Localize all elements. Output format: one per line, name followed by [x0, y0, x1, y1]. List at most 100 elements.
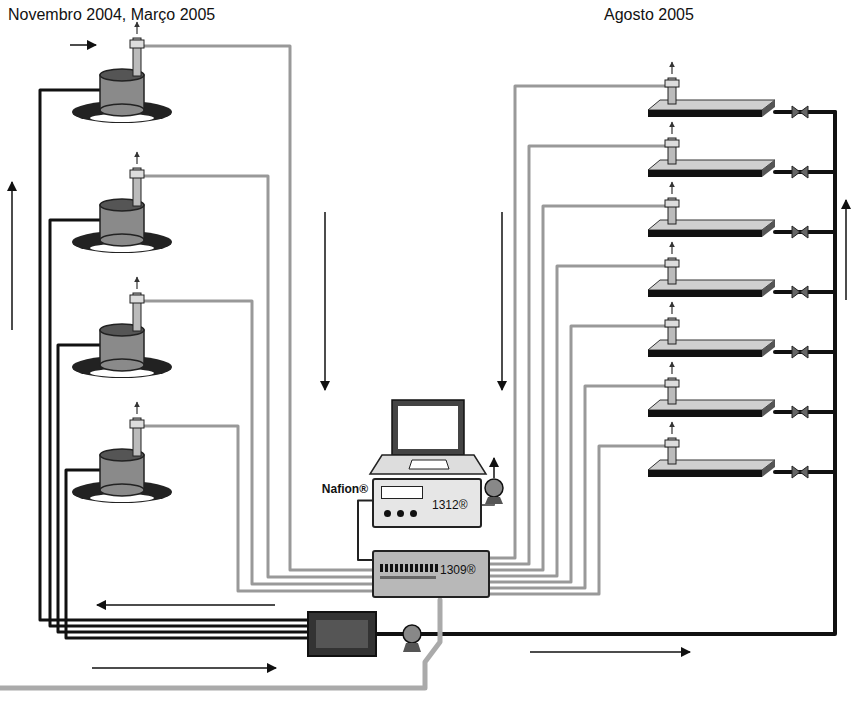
- flow-arrow: [136, 22, 137, 34]
- slab-side: [762, 460, 775, 477]
- soil-dish: [72, 481, 172, 503]
- vent-cap: [130, 295, 144, 303]
- pump-symbol: [485, 479, 503, 497]
- flow-arrow: [671, 122, 672, 134]
- slab-front: [648, 470, 762, 477]
- sample-tube: [482, 326, 668, 582]
- port-rail: [380, 576, 436, 579]
- chamber-base: [100, 104, 144, 116]
- supply-line: [376, 632, 403, 636]
- vent-cap: [130, 420, 144, 428]
- vent-cap: [665, 80, 679, 87]
- sample-tube: [482, 266, 668, 576]
- distributor-face: [316, 620, 368, 648]
- flow-arrow: [671, 62, 672, 74]
- valve-symbol: [792, 406, 808, 418]
- valve-symbol: [792, 106, 808, 118]
- soil-dish: [72, 356, 172, 378]
- flow-arrow: [92, 667, 276, 669]
- vent-cap: [130, 40, 144, 48]
- soil-dish: [72, 101, 172, 123]
- vent-cap: [665, 380, 679, 387]
- channel-port: [405, 564, 408, 572]
- flow-arrow: [671, 242, 672, 254]
- soil-dish: [72, 231, 172, 253]
- valve-symbol: [792, 286, 808, 298]
- vent-cap: [130, 170, 144, 178]
- multipoint-sampler: 1309®: [372, 550, 490, 598]
- channel-port: [400, 564, 403, 572]
- slab-side: [762, 280, 775, 297]
- flow-arrow: [70, 44, 96, 46]
- channel-port: [385, 564, 388, 572]
- supply-line: [50, 220, 308, 626]
- chamber-base: [100, 234, 144, 246]
- exhaust-line: [0, 600, 440, 688]
- laptop-screen: [392, 400, 464, 455]
- vent-cap: [665, 320, 679, 327]
- slab-front: [648, 170, 762, 177]
- slab-side: [762, 220, 775, 237]
- slab-front: [648, 290, 762, 297]
- slab-side: [762, 340, 775, 357]
- control-button: [397, 510, 404, 517]
- slab-side: [762, 160, 775, 177]
- flow-arrow: [493, 458, 495, 478]
- control-button: [384, 510, 391, 517]
- sample-tube: [482, 386, 668, 588]
- flow-arrow: [845, 200, 847, 300]
- pump-base: [403, 643, 421, 652]
- chamber-base: [100, 359, 144, 371]
- sample-tube: [144, 46, 380, 570]
- laptop-base: [370, 455, 486, 474]
- valve-symbol: [792, 346, 808, 358]
- flow-arrow: [11, 182, 13, 330]
- sample-tube: [144, 426, 380, 591]
- flow-arrow: [530, 651, 690, 653]
- supply-line: [66, 470, 308, 638]
- slab-top: [648, 160, 775, 170]
- channel-port: [415, 564, 418, 572]
- slab-front: [648, 230, 762, 237]
- nafion-tube: [358, 501, 372, 561]
- sample-tube: [482, 146, 668, 564]
- slab-side: [762, 100, 775, 117]
- flow-arrow: [324, 212, 326, 390]
- slab-top: [648, 400, 775, 410]
- slab-top: [648, 220, 775, 230]
- period-heading: Novembro 2004, Março 2005: [8, 6, 215, 24]
- channel-port: [430, 564, 433, 572]
- supply-line: [58, 345, 308, 632]
- pump-base: [485, 497, 503, 504]
- valve-symbol: [792, 466, 808, 478]
- vent-cap: [665, 440, 679, 447]
- vent-cap: [665, 260, 679, 267]
- channel-port: [425, 564, 428, 572]
- laptop-touchpad: [409, 460, 449, 469]
- device-model: 1309®: [440, 563, 476, 577]
- flow-arrow: [671, 182, 672, 194]
- slab-front: [648, 410, 762, 417]
- channel-port: [435, 564, 438, 572]
- flow-arrow: [671, 302, 672, 314]
- period-heading: Agosto 2005: [604, 6, 694, 24]
- analyser-display: [381, 486, 423, 499]
- vent-cap: [665, 200, 679, 207]
- channel-port: [395, 564, 398, 572]
- sample-tube: [144, 176, 380, 577]
- sample-tube: [144, 301, 380, 584]
- flow-arrow: [97, 604, 275, 606]
- channel-port: [420, 564, 423, 572]
- slab-side: [762, 400, 775, 417]
- flow-arrow: [136, 402, 137, 414]
- device-model: 1312®: [432, 498, 468, 512]
- channel-port: [410, 564, 413, 572]
- slab-front: [648, 110, 762, 117]
- slab-top: [648, 460, 775, 470]
- chamber-base: [100, 484, 144, 496]
- flow-arrow: [136, 152, 137, 164]
- flow-arrow: [136, 277, 137, 289]
